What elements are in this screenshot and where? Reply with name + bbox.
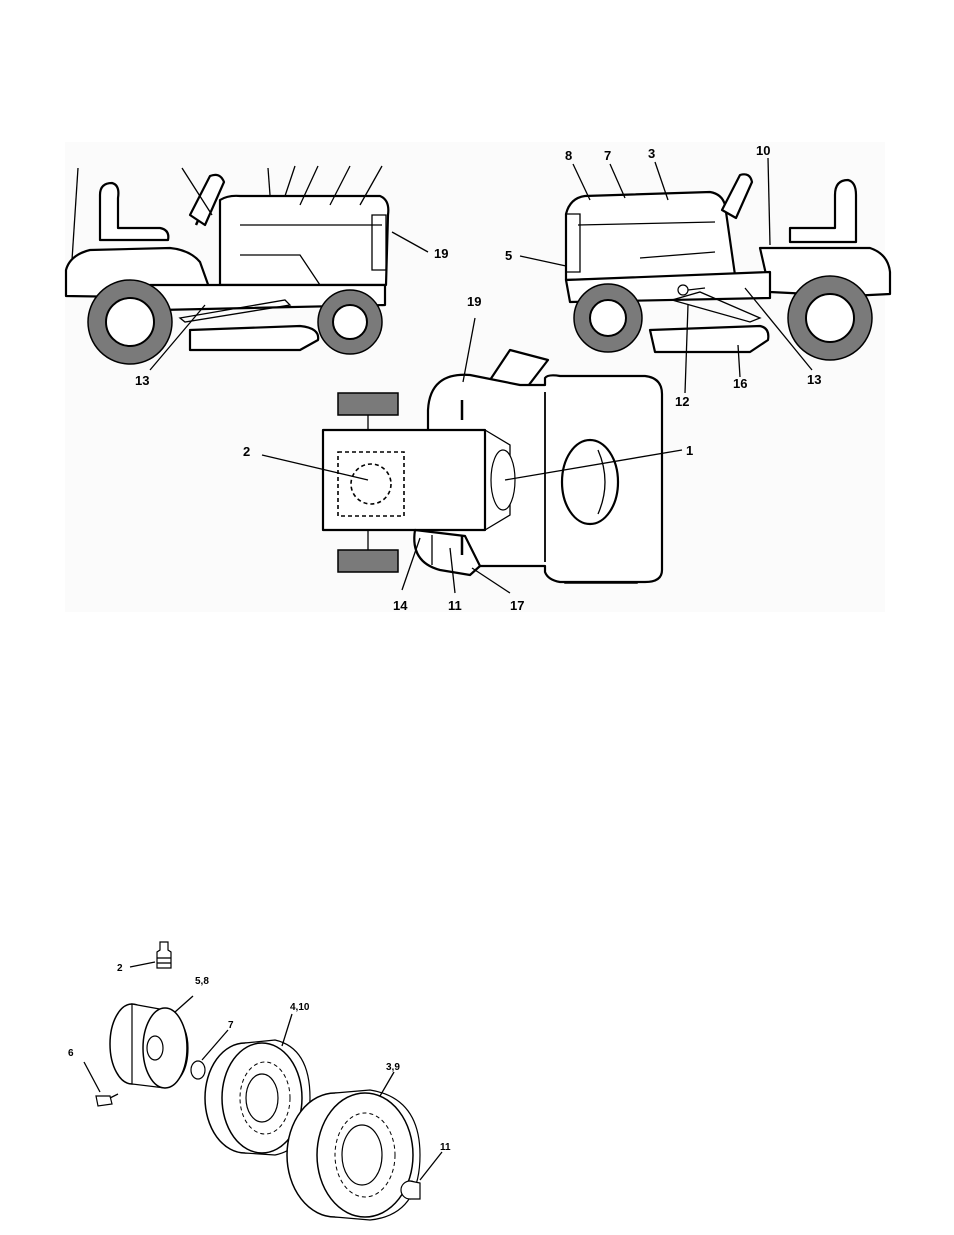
wheel-callout-4-10: 4,10 xyxy=(290,1002,310,1013)
callout-17: 17 xyxy=(510,598,524,613)
callout-13-right: 13 xyxy=(807,372,821,387)
callout-1: 1 xyxy=(686,443,693,458)
wheel-callout-2: 2 xyxy=(117,963,123,974)
wheel-callout-11: 11 xyxy=(440,1142,451,1153)
callout-19-left: 19 xyxy=(434,246,448,261)
callout-19-top: 19 xyxy=(467,294,481,309)
callout-11: 11 xyxy=(448,598,462,613)
wheel-callout-6: 6 xyxy=(68,1048,74,1059)
callout-8: 8 xyxy=(565,148,572,163)
callout-10: 10 xyxy=(756,143,770,158)
callout-7: 7 xyxy=(604,148,611,163)
wheel-exploded-illustration xyxy=(84,942,442,1220)
wheel-callout-7: 7 xyxy=(228,1020,234,1031)
callout-13-left: 13 xyxy=(135,373,149,388)
callout-5: 5 xyxy=(505,248,512,263)
callout-14: 14 xyxy=(393,598,408,613)
callout-3: 3 xyxy=(648,146,655,161)
callout-2: 2 xyxy=(243,444,250,459)
wheel-callout-5-8: 5,8 xyxy=(195,976,209,987)
callout-16: 16 xyxy=(733,376,747,391)
wheel-callout-3-9: 3,9 xyxy=(386,1062,400,1073)
callout-12: 12 xyxy=(675,394,689,409)
